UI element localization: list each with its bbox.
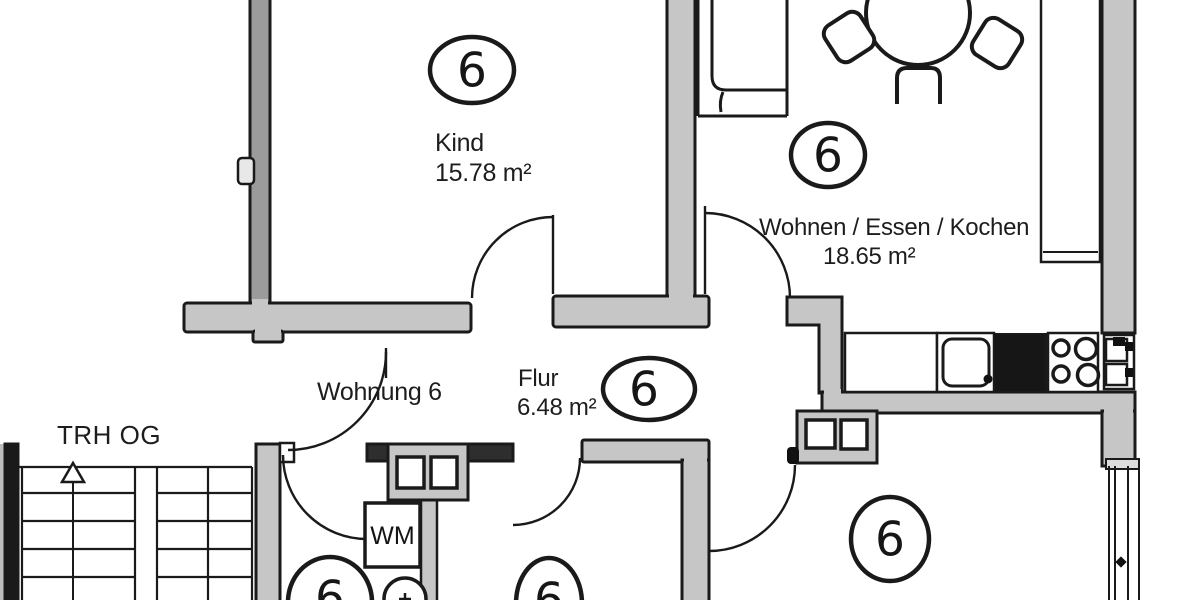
door-hinge-icon xyxy=(787,447,799,464)
unit-badges xyxy=(285,34,932,600)
unit-badge-rechts: 6 xyxy=(875,512,905,568)
window-tick-icon xyxy=(1115,556,1127,568)
kitchen-worktop-dark xyxy=(993,333,1047,393)
wall-bath-divider xyxy=(419,495,439,600)
wall-flur-bottom xyxy=(580,438,711,464)
room-area-kind: 15.78 m² xyxy=(435,159,532,187)
kitchen-sink-icon xyxy=(935,331,996,394)
window-right xyxy=(1105,458,1140,600)
shaft-bath xyxy=(386,442,470,502)
unit-badge-wohnen: 6 xyxy=(813,128,843,184)
chair-icon xyxy=(895,66,942,104)
wall-flur-left xyxy=(254,442,282,600)
unit-badge-oval-bad xyxy=(285,554,375,600)
door-room-middle xyxy=(512,457,582,527)
walls xyxy=(0,0,1137,600)
unit-badge-mitte: 6 xyxy=(534,573,564,600)
room-area-wohnen: 18.65 m² xyxy=(823,243,916,270)
door-bath-wm xyxy=(281,454,368,541)
wall-stub-right xyxy=(466,442,515,463)
sofa-icon xyxy=(696,0,789,118)
furniture xyxy=(696,0,1025,118)
dining-table-icon xyxy=(864,0,972,67)
room-label-kind: Kind xyxy=(435,129,484,157)
wall-stair-outer xyxy=(0,444,6,600)
wall-right-exterior xyxy=(1100,0,1137,335)
stove-icon xyxy=(1046,331,1101,394)
wall-kind-left xyxy=(248,0,272,306)
kitchen-counter-icon xyxy=(843,331,939,394)
room-label-wohnen: Wohnen / Essen / Kochen xyxy=(759,214,1030,241)
door-kind xyxy=(470,215,555,299)
kitchen-units xyxy=(843,0,1102,394)
shaft-kitchen xyxy=(787,409,879,465)
kitchen-tall-unit-icon xyxy=(1039,0,1102,264)
unit-badge-oval-mitte xyxy=(513,555,585,600)
washing-machine-icon xyxy=(363,501,428,600)
door-wohnen xyxy=(703,206,792,299)
stairs xyxy=(18,460,254,600)
unit-badge-oval-kind xyxy=(427,34,517,106)
wall-flur-top xyxy=(551,294,711,329)
installation-shafts xyxy=(386,333,1136,502)
room-label-flur: Flur xyxy=(518,365,559,392)
door-apartment-entrance xyxy=(287,348,388,452)
staircase-label: TRH OG xyxy=(57,420,162,450)
wall-stair-left xyxy=(3,442,20,600)
apartment-label: Wohnung 6 xyxy=(317,378,442,406)
washing-machine-label: WM xyxy=(370,522,415,550)
chair-icon xyxy=(821,9,877,65)
door-room-right xyxy=(708,464,797,553)
wall-room-right-left xyxy=(680,458,711,600)
wall-tick xyxy=(236,156,256,186)
chair-icon xyxy=(969,15,1025,71)
shaft-right-wall xyxy=(1102,333,1136,391)
room-area-flur: 6.48 m² xyxy=(517,394,597,421)
unit-badge-kind: 6 xyxy=(457,43,487,99)
wall-kind-bottom xyxy=(182,301,473,334)
unit-badge-oval-wohnen xyxy=(788,120,868,190)
unit-badge-bad: 6 xyxy=(315,571,345,600)
wall-wohnen-left xyxy=(665,0,697,300)
unit-badge-oval-rechts xyxy=(848,494,932,584)
stairs-direction-arrow-icon xyxy=(59,460,87,484)
unit-badge-oval-flur xyxy=(600,355,698,423)
unit-badge-flur: 6 xyxy=(629,362,659,418)
wall-kitchen-corner xyxy=(785,295,844,395)
wall-right-lower xyxy=(1100,409,1137,468)
doors xyxy=(281,206,797,553)
